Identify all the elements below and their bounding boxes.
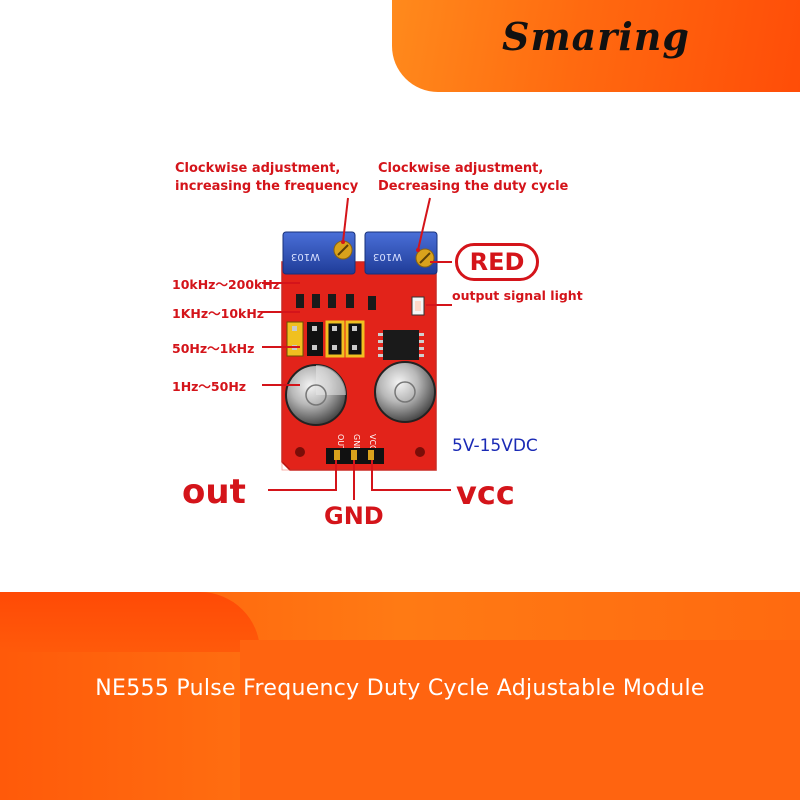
pot-silk: W103 <box>291 251 320 262</box>
duty-pot-note: Clockwise adjustment, Decreasing the dut… <box>378 160 568 196</box>
range-label-4: 1Hz～50Hz <box>172 379 247 394</box>
callout-lines <box>262 197 452 500</box>
caption-banner-panel <box>240 640 800 800</box>
range-label-3: 50Hz～1kHz <box>172 341 255 356</box>
freq-pot-note-line1: Clockwise adjustment, <box>175 161 341 176</box>
range-label-2: 1KHz～10kHz <box>172 306 265 321</box>
pin-label-out: out <box>182 472 246 512</box>
brand-banner: Smaring <box>392 0 800 92</box>
duty-pot-note-line2: Decreasing the duty cycle <box>378 179 569 194</box>
silk-gnd: GND <box>352 434 361 452</box>
pot-silk: W103 <box>373 251 402 262</box>
smd-row <box>296 294 376 310</box>
silk-vcc: VCC <box>368 434 377 451</box>
pot-frequency: W103 <box>282 231 356 275</box>
ne555-chip <box>378 330 424 360</box>
jumper-block <box>286 320 365 358</box>
brand-logo: Smaring <box>502 14 690 59</box>
freq-pot-note-line2: increasing the frequency <box>175 179 359 194</box>
pin-label-gnd: GND <box>324 502 384 530</box>
silk-out: OUT <box>336 434 345 451</box>
caption-banner-accent <box>0 592 260 652</box>
led-color-badge: RED <box>455 243 539 281</box>
led-label: output signal light <box>452 288 583 303</box>
mount-hole <box>415 447 425 457</box>
pcb-illustration: W103 W103 <box>262 197 452 500</box>
duty-pot-note-line1: Clockwise adjustment, <box>378 161 544 176</box>
product-caption: NE555 Pulse Frequency Duty Cycle Adjusta… <box>95 676 705 701</box>
header-pins <box>326 448 384 464</box>
range-label-1: 10kHz～200kHz <box>172 277 281 292</box>
pin-label-vcc: vcc <box>456 474 515 512</box>
mount-hole <box>295 447 305 457</box>
capacitor-left <box>285 364 347 426</box>
voltage-label: 5V-15VDC <box>452 436 538 456</box>
capacitor-right <box>374 361 436 423</box>
freq-pot-note: Clockwise adjustment, increasing the fre… <box>175 160 358 196</box>
pot-duty: W103 <box>364 231 438 275</box>
